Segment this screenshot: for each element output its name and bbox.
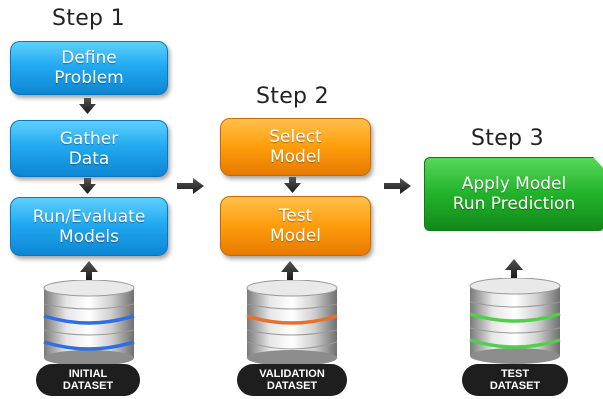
apply-model-box: Apply Model Run Prediction — [424, 157, 603, 231]
arrow-right-icon — [384, 178, 411, 194]
initial-dataset-line-2: DATASET — [62, 380, 114, 392]
define-problem-box: Define Problem — [10, 41, 168, 95]
test-dataset-line-2: DATASET — [489, 380, 541, 392]
gather-data-line-1: Gather — [59, 128, 119, 149]
validation-dataset-line-2: DATASET — [266, 380, 318, 392]
database-icon — [43, 280, 135, 366]
step-2-title: Step 2 — [256, 84, 329, 109]
run-evaluate-models-box: Run/Evaluate Models — [10, 197, 168, 256]
test-model-line-1: Test — [278, 206, 313, 226]
arrow-up-icon — [505, 259, 523, 278]
validation-dataset-label: VALIDATION DATASET — [237, 364, 347, 396]
test-dataset-line-1: TEST — [500, 368, 530, 380]
test-model-box: Test Model — [220, 196, 371, 256]
arrow-up-icon — [80, 261, 98, 280]
define-problem-line-1: Define — [61, 48, 117, 68]
apply-model-line-1: Apply Model — [461, 174, 567, 194]
select-model-line-1: Select — [269, 127, 322, 147]
arrow-down-icon — [284, 177, 301, 193]
run-evaluate-line-2: Models — [59, 226, 119, 247]
arrow-down-icon — [79, 178, 96, 194]
gather-data-box: Gather Data — [10, 120, 168, 177]
test-dataset-label: TEST DATASET — [462, 364, 568, 396]
gather-data-line-2: Data — [68, 148, 110, 169]
apply-model-line-2: Run Prediction — [452, 194, 576, 214]
initial-dataset-line-1: INITIAL — [68, 368, 108, 380]
select-model-line-2: Model — [269, 147, 322, 167]
arrow-down-icon — [79, 98, 96, 114]
select-model-box: Select Model — [220, 118, 371, 176]
initial-dataset-label: INITIAL DATASET — [36, 364, 140, 396]
database-icon — [469, 278, 561, 364]
database-icon — [246, 280, 338, 366]
step-1-title: Step 1 — [52, 6, 125, 31]
arrow-right-icon — [177, 178, 204, 194]
validation-dataset-line-1: VALIDATION — [259, 368, 325, 380]
run-evaluate-line-1: Run/Evaluate — [32, 206, 146, 227]
define-problem-line-2: Problem — [54, 68, 124, 88]
step-3-title: Step 3 — [471, 126, 544, 151]
test-model-line-2: Model — [269, 226, 322, 246]
arrow-up-icon — [281, 261, 299, 280]
